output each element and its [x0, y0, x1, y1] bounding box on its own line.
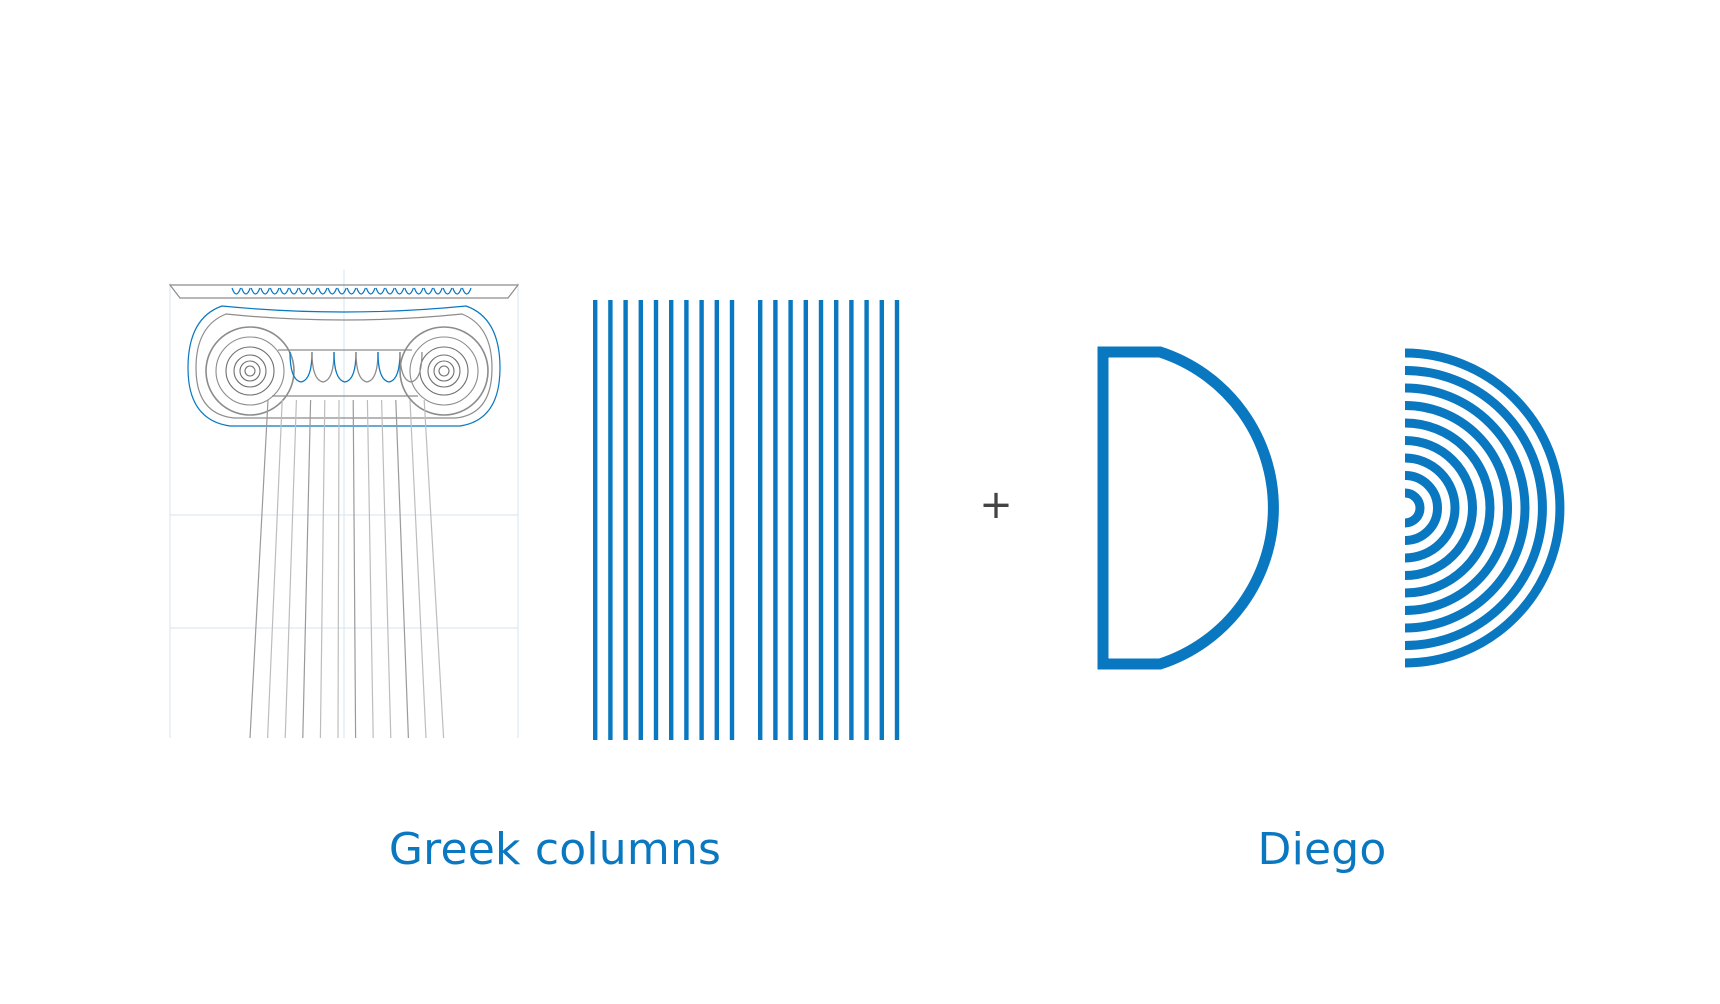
d-arc [1404, 436, 1477, 580]
egg-dart-mark [337, 287, 347, 295]
egg-dart-mark [423, 287, 434, 295]
volute-ring [399, 326, 489, 416]
shaft-flute [267, 399, 283, 739]
egg-dart-mark [231, 287, 242, 295]
egg-dart-mark [433, 287, 443, 295]
d-arc [1404, 453, 1460, 563]
plus-symbol: + [979, 482, 1013, 528]
egg-dart-mark [404, 287, 414, 295]
egg-dart-mark [452, 287, 462, 295]
egg-dart-mark [289, 287, 299, 295]
egg-dart-mark [375, 287, 386, 295]
ovolo-bump [355, 351, 379, 383]
volute-ring [419, 346, 469, 396]
stripe [684, 300, 689, 740]
egg-dart-mark [385, 287, 395, 295]
greek-column-icon [168, 270, 520, 739]
volute-ring [239, 360, 261, 382]
shaft-flute [249, 399, 269, 739]
d-arc [1404, 383, 1530, 633]
egg-dart-mark [413, 287, 424, 295]
letter-d-stroke [1097, 346, 1279, 670]
egg-dart-mark [394, 287, 405, 295]
egg-dart-mark [317, 287, 328, 295]
ovolo-bump [333, 351, 357, 383]
stripe [879, 300, 884, 740]
egg-dart-mark [442, 287, 453, 295]
ovolo-bump [399, 351, 423, 383]
stripe [849, 300, 854, 740]
egg-dart-mark [365, 287, 376, 295]
egg-dart-mark [461, 287, 472, 295]
shaft-flute [395, 399, 409, 739]
volute-ring [233, 354, 267, 388]
ovolo-bump [289, 351, 313, 383]
volute-ring [225, 346, 275, 396]
stripe [818, 300, 824, 740]
stripe [699, 300, 704, 740]
caption-greek-columns: Greek columns [388, 824, 722, 875]
stripe [623, 300, 628, 740]
stripe [758, 300, 763, 740]
egg-dart-mark [241, 287, 251, 295]
ovolo-bump [311, 351, 335, 383]
shaft-flute [409, 399, 427, 739]
volute-ring [433, 360, 455, 382]
concentric-d-arcs [1404, 348, 1565, 668]
volute-ring [215, 336, 285, 406]
egg-dart-mark [298, 287, 309, 295]
volute-ring [438, 365, 450, 377]
shaft-flute [352, 399, 357, 739]
shaft-flute [319, 399, 326, 739]
d-arc [1404, 401, 1512, 615]
shaft-flute [423, 399, 445, 739]
volute-ring [205, 326, 295, 416]
egg-dart-mark [327, 287, 338, 295]
stripe [729, 300, 735, 740]
volute-ring [427, 354, 461, 388]
egg-dart-mark [356, 287, 366, 295]
vertical-stripes [593, 300, 900, 740]
stripe [864, 300, 869, 740]
shaft-flute [302, 399, 312, 739]
volute-ring [244, 365, 256, 377]
shaft-flute [337, 399, 340, 739]
egg-dart-mark [250, 287, 261, 295]
stripe [788, 300, 793, 740]
stripe [714, 300, 719, 740]
egg-dart-mark [260, 287, 270, 295]
shaft-flute [381, 399, 392, 739]
stripe [638, 300, 643, 740]
stripe [669, 300, 674, 740]
egg-dart-mark [346, 287, 357, 295]
shaft-flute [366, 399, 374, 739]
caption-diego: Diego [1257, 824, 1387, 875]
d-arc [1404, 418, 1495, 598]
egg-dart-mark [279, 287, 290, 295]
d-arc [1404, 471, 1442, 545]
ovolo-bump [377, 351, 401, 383]
stripe [593, 300, 598, 740]
stripe [834, 300, 839, 740]
d-arc [1404, 366, 1547, 650]
volute-ring [409, 336, 479, 406]
d-arc [1404, 488, 1425, 528]
d-arc [1404, 348, 1565, 668]
egg-dart-mark [269, 287, 280, 295]
stripe [653, 300, 659, 740]
stripe [803, 300, 808, 740]
shaft-flute [284, 399, 297, 739]
egg-dart-mark [308, 287, 318, 295]
column-echinus [187, 305, 501, 427]
column-abacus [168, 284, 520, 299]
column-echinus-inner [195, 313, 493, 419]
stripe [608, 300, 613, 740]
stripe [894, 300, 900, 740]
stripe [773, 300, 778, 740]
letter-d-outline [1097, 346, 1279, 670]
